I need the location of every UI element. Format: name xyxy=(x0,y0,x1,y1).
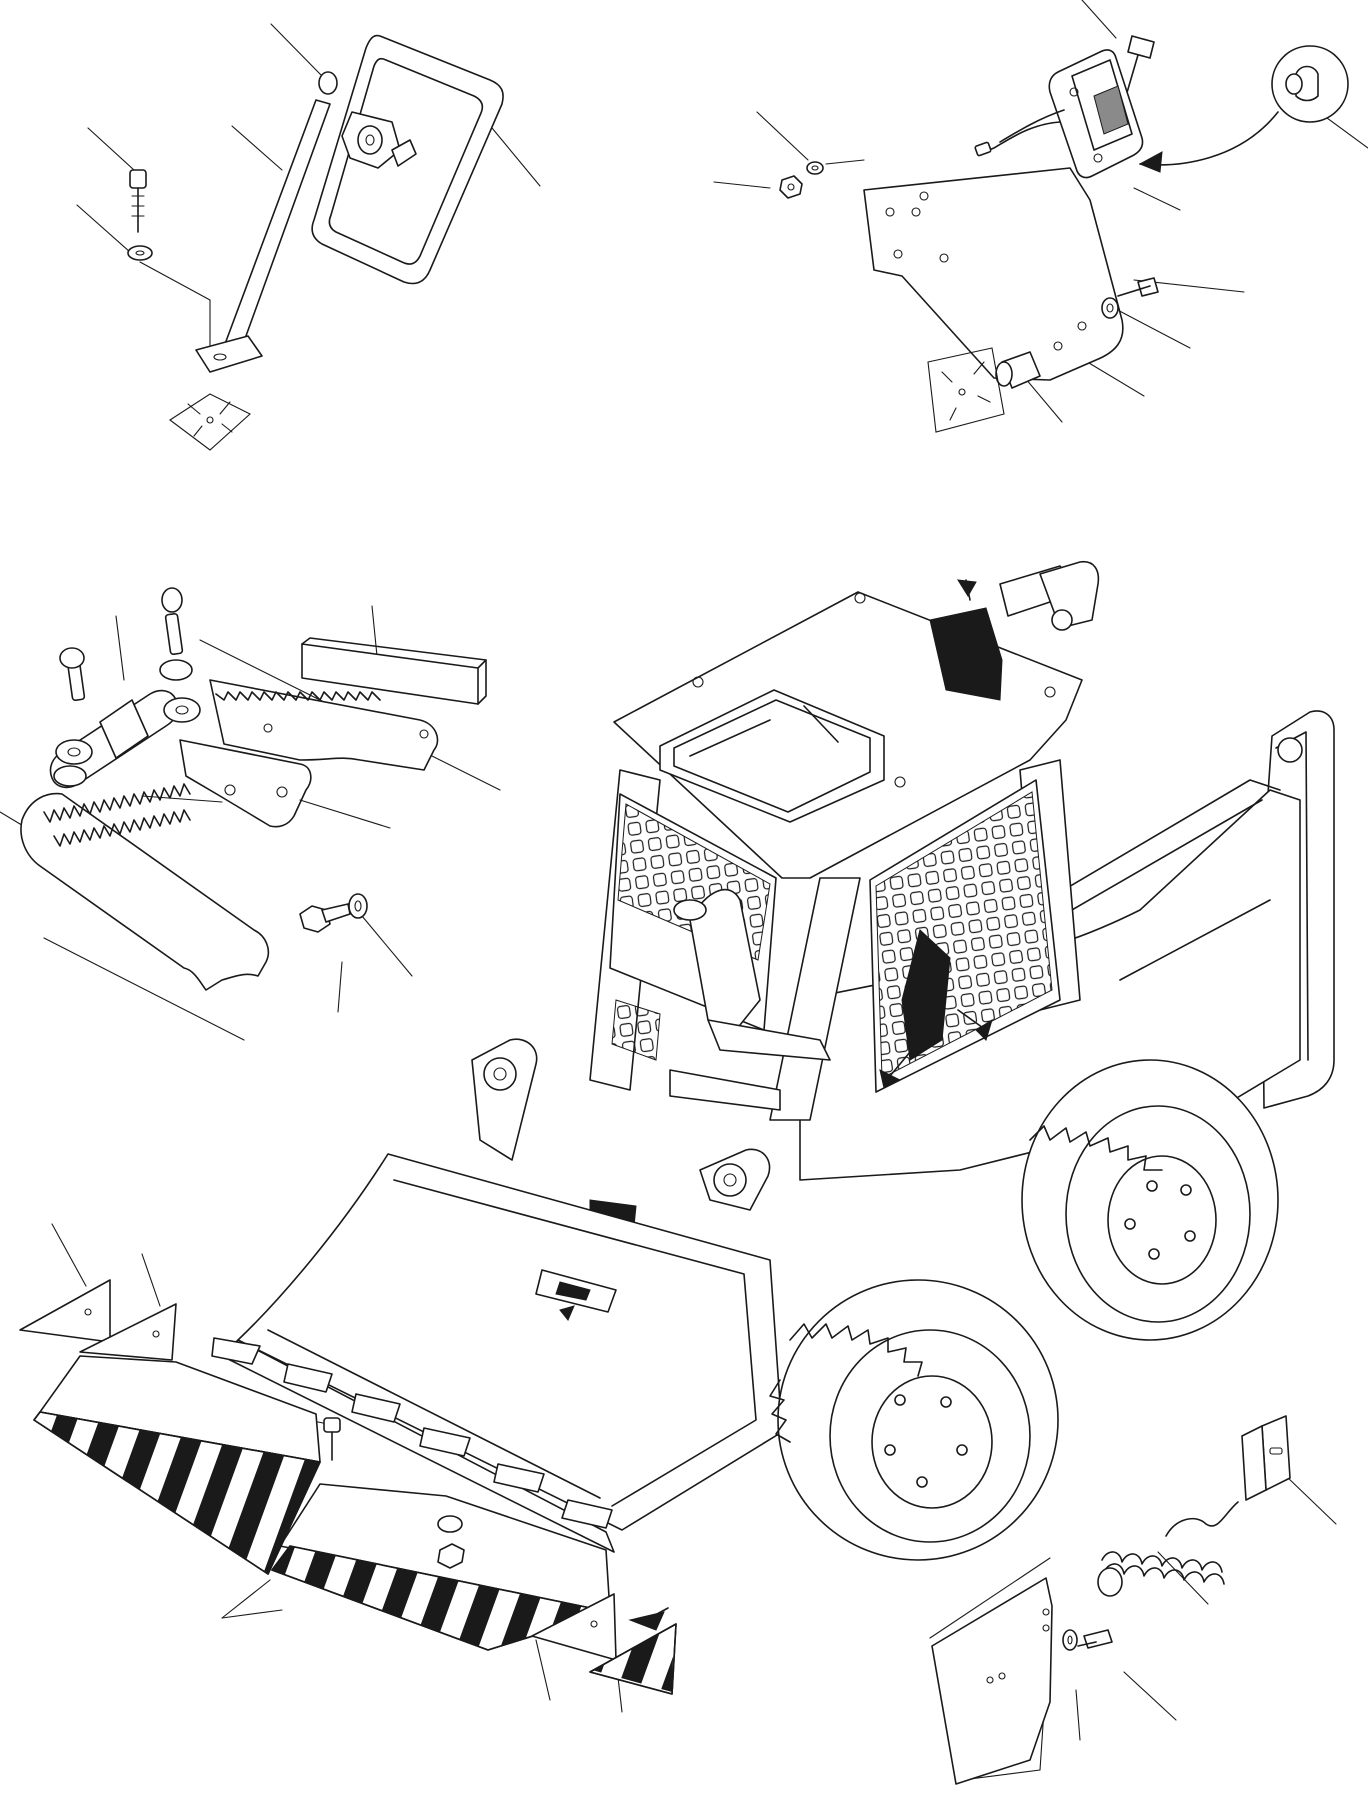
spring-icon xyxy=(929,1415,1337,1785)
mirror-icon xyxy=(76,23,541,451)
lamp-icon xyxy=(713,0,1368,433)
stripe-plate-icon xyxy=(19,1223,677,1713)
loader-icon xyxy=(211,560,1335,1561)
tooth-guard-icon xyxy=(0,587,501,1041)
